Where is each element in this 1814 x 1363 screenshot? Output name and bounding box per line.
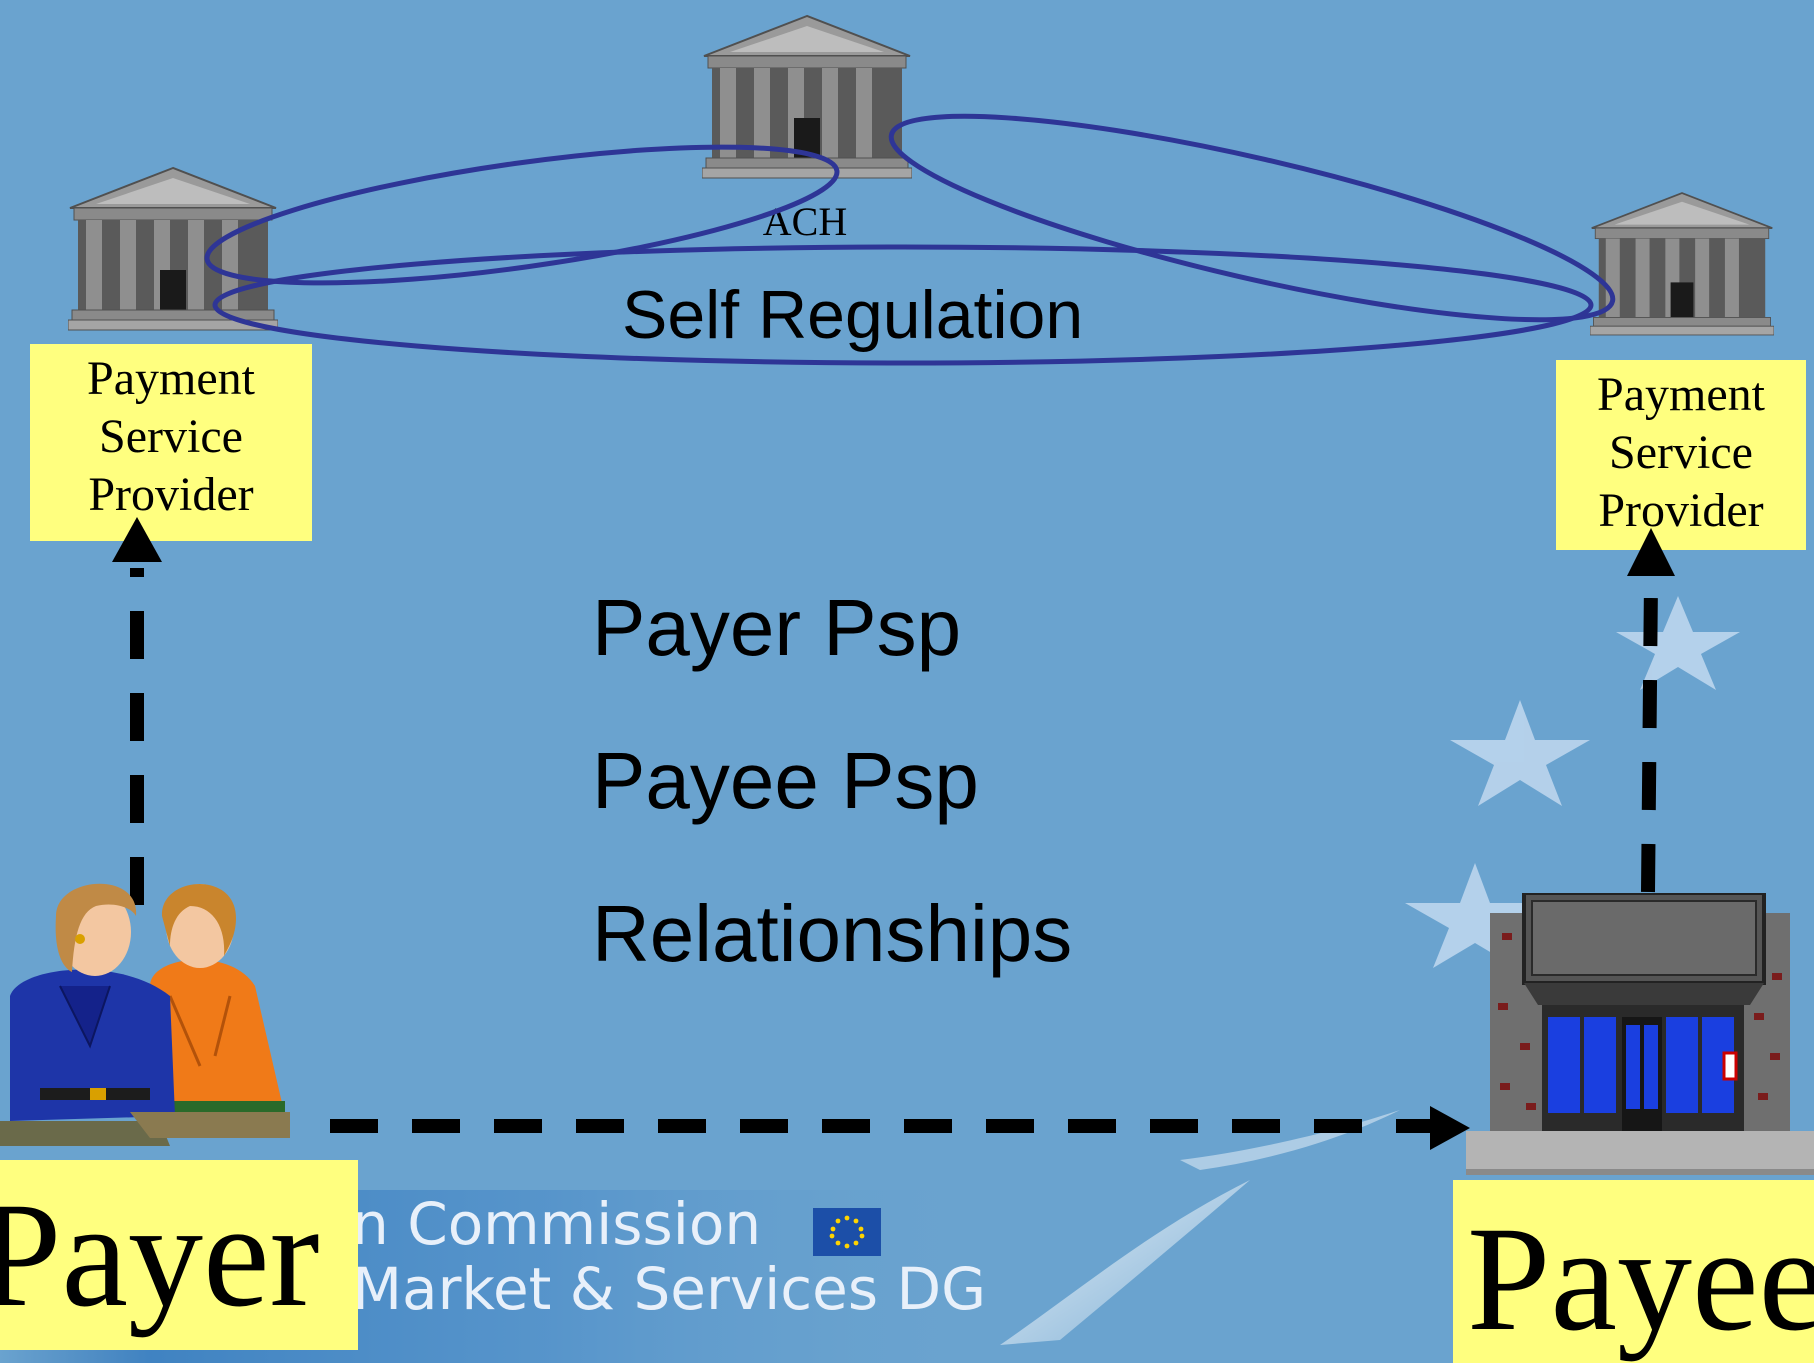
payee-shop-icon	[1466, 893, 1814, 1175]
left-psp-label-box: Payment Service Provider	[30, 344, 312, 541]
psp-label-line: Payment	[1597, 368, 1765, 421]
topic-payee-psp: Payee Psp	[592, 736, 979, 825]
bank-building-icon	[1590, 192, 1774, 336]
star-icon	[1450, 700, 1590, 806]
psp-label-line: Payment	[87, 352, 255, 405]
ach-right-psp-ellipse	[888, 113, 1616, 323]
footer-line-1: n Commission	[352, 1190, 762, 1258]
cloud-wisp	[1000, 1180, 1250, 1345]
psp-to-psp-ellipse	[212, 244, 1594, 366]
footer-line-2: Market & Services DG	[352, 1255, 987, 1323]
arrowhead	[112, 517, 162, 562]
left-psp-ach-ellipse	[204, 144, 840, 286]
self-regulation-label: Self Regulation	[622, 277, 1084, 353]
payer-people-icon	[0, 883, 290, 1146]
bank-building-icon	[702, 14, 912, 179]
psp-label-line: Service	[1609, 426, 1753, 479]
topic-payer-psp: Payer Psp	[592, 583, 962, 672]
payer-label: Payer	[0, 1172, 320, 1338]
payee-to-psp-arrow	[1641, 579, 1658, 893]
right-psp-label-box: Payment Service Provider	[1556, 360, 1806, 550]
eu-flag-icon	[813, 1208, 881, 1256]
star-icon	[1405, 863, 1545, 968]
psp-label-line: Provider	[1598, 484, 1764, 537]
payer-label-box: Payer	[0, 1160, 358, 1350]
arrowhead	[1430, 1106, 1470, 1150]
arrowhead	[1627, 528, 1675, 576]
psp-label-line: Service	[99, 410, 243, 463]
ach-label: ACH	[762, 199, 848, 244]
payee-label: Payee	[1467, 1196, 1814, 1362]
star-icon	[1616, 596, 1740, 690]
payee-label-box: Payee	[1453, 1180, 1814, 1363]
psp-label-line: Provider	[88, 468, 254, 521]
bank-building-icon	[68, 166, 278, 331]
topic-relationships: Relationships	[592, 889, 1073, 978]
